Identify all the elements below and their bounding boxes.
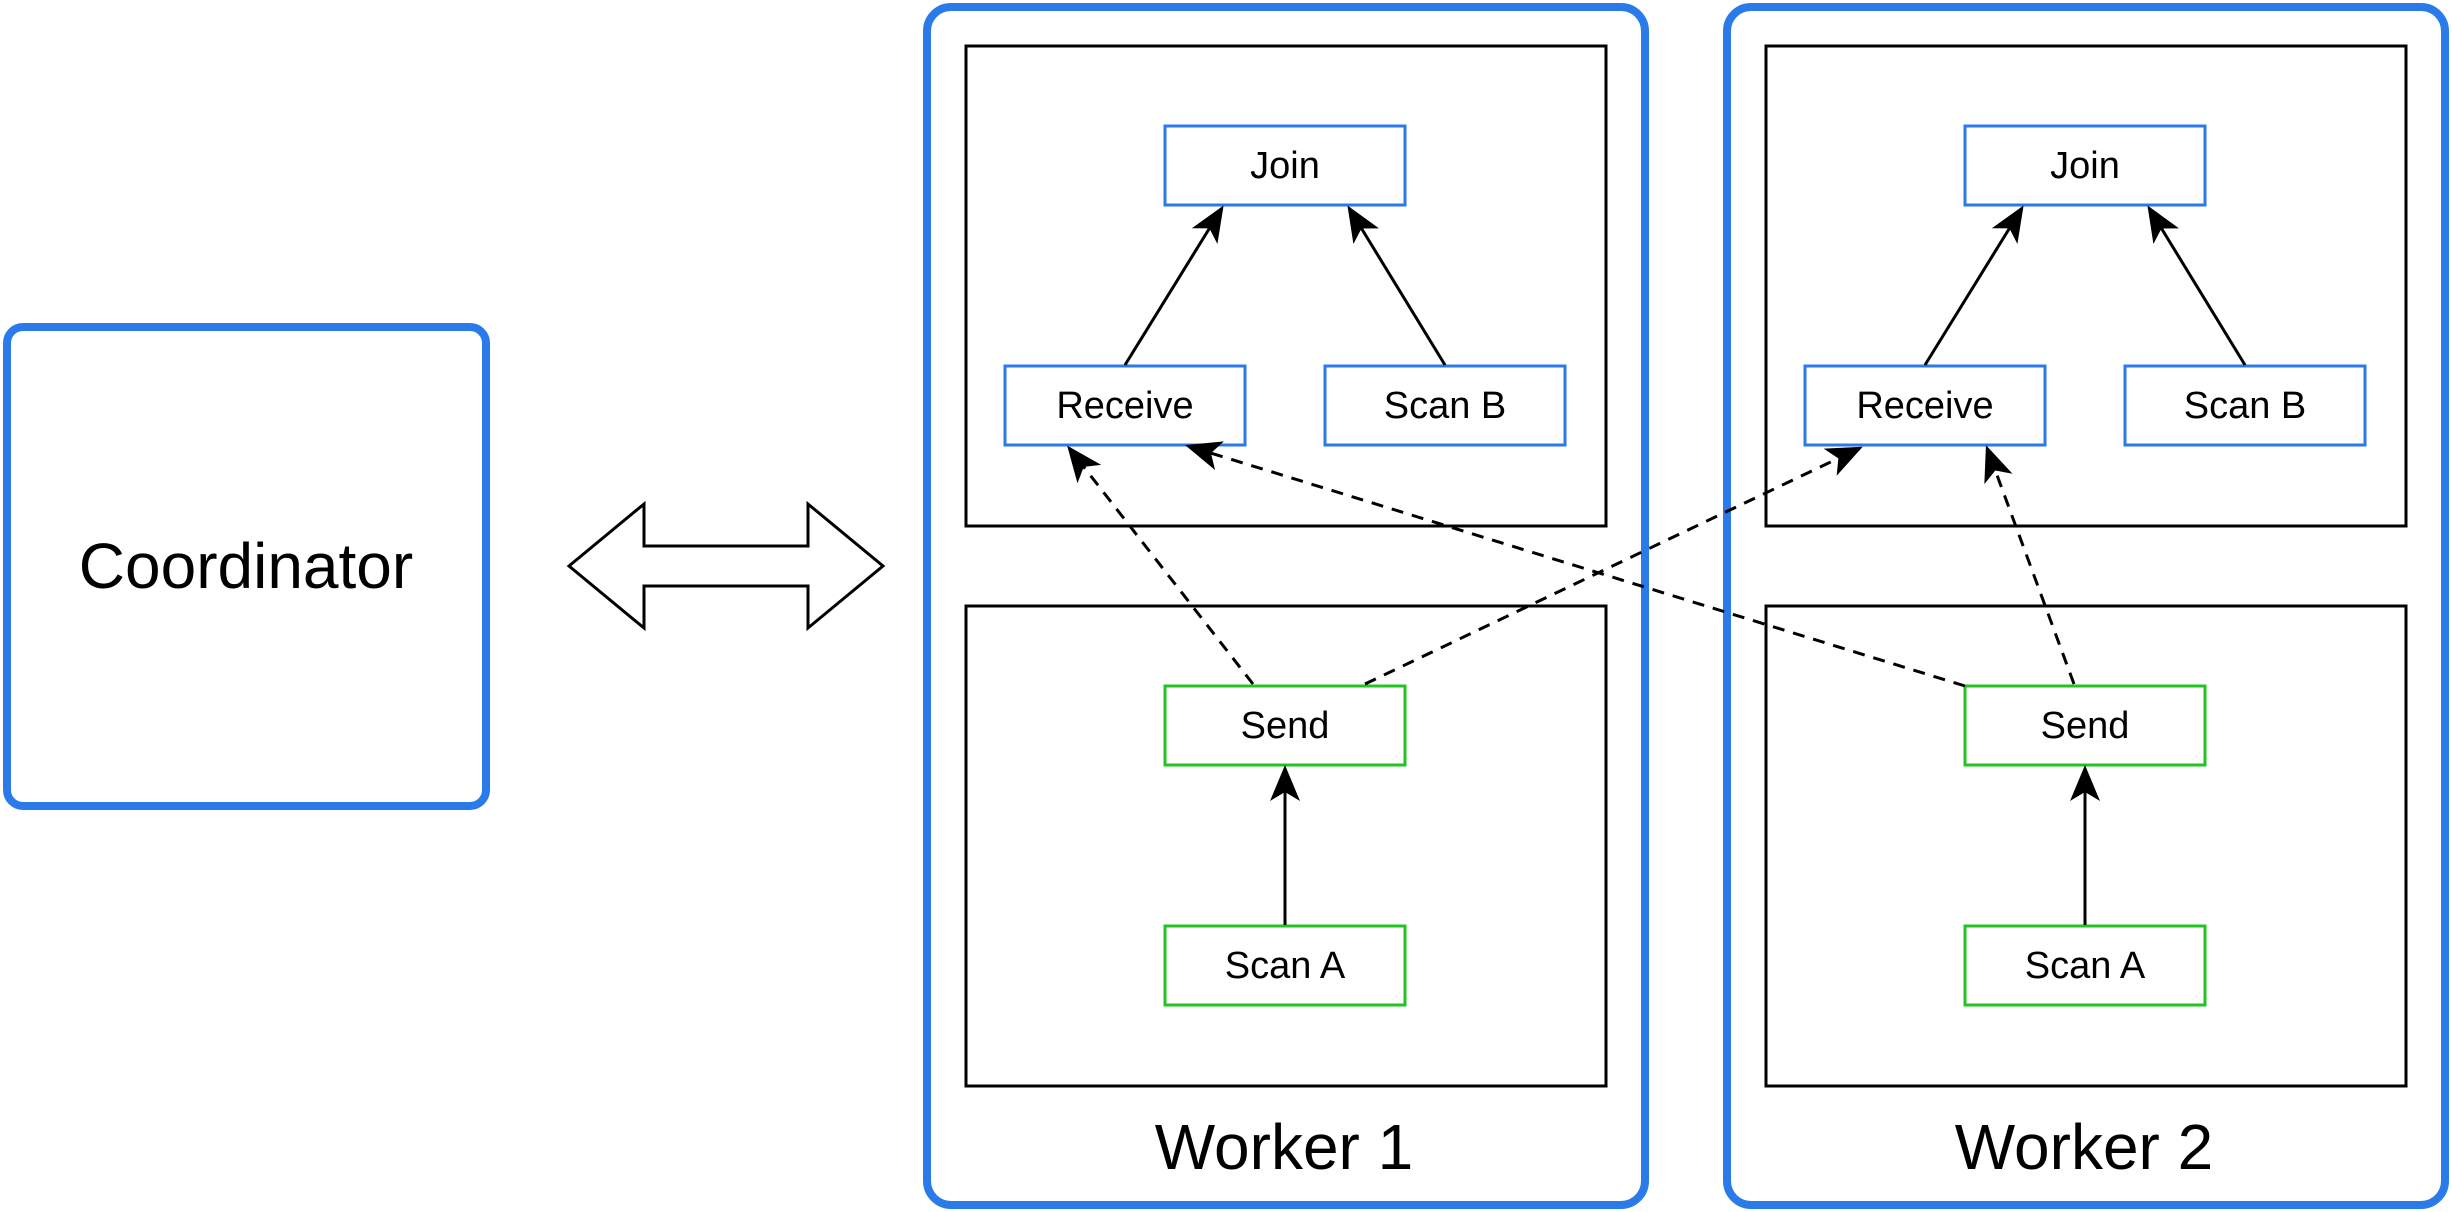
worker-1: Worker 1 Join Receive Scan B Send Scan A xyxy=(923,3,1649,1209)
edge-w1-send-to-w1-receive xyxy=(1067,445,1255,685)
worker-1-scan-b-label: Scan B xyxy=(1384,385,1507,427)
worker-2-label: Worker 2 xyxy=(1955,1111,2213,1183)
edge-w1-send-to-w2-receive xyxy=(1364,446,1863,686)
worker-1-border xyxy=(923,3,1649,1209)
worker-1-scan-a-label: Scan A xyxy=(1225,945,1346,987)
worker-2: Worker 2 Join Receive Scan B Send Scan A xyxy=(1723,3,2449,1209)
worker-2-scan-b-label: Scan B xyxy=(2184,385,2307,427)
worker-2-send-node: Send xyxy=(1963,684,2207,767)
edge-w1-receive-to-join xyxy=(1123,205,1224,366)
worker-1-scan-a-node: Scan A xyxy=(1163,924,1407,1007)
worker-1-join-label: Join xyxy=(1250,145,1320,187)
worker-1-receive-label: Receive xyxy=(1056,385,1193,427)
edge-w2-send-to-w2-receive xyxy=(1984,445,2076,685)
coordinator-box: Coordinator xyxy=(3,323,490,810)
edge-w2-receive-to-join xyxy=(1923,205,2024,366)
worker-1-scan-b-node: Scan B xyxy=(1323,364,1567,447)
worker-2-lower-fragment xyxy=(1764,604,2408,1088)
worker-2-scan-a-label: Scan A xyxy=(2025,945,2146,987)
worker-2-upper-fragment xyxy=(1764,44,2408,528)
edge-w2-scanb-to-join xyxy=(2147,205,2247,366)
worker-2-scan-b-node: Scan B xyxy=(2123,364,2367,447)
double-arrow-icon xyxy=(566,500,886,632)
worker-1-send-label: Send xyxy=(1241,705,1330,747)
worker-2-join-node: Join xyxy=(1963,124,2207,207)
worker-2-send-label: Send xyxy=(2041,705,2130,747)
worker-1-send-node: Send xyxy=(1163,684,1407,767)
worker-2-receive-label: Receive xyxy=(1856,385,1993,427)
worker-2-scan-a-node: Scan A xyxy=(1963,924,2207,1007)
worker-2-join-label: Join xyxy=(2050,145,2120,187)
worker-1-receive-node: Receive xyxy=(1003,364,1247,447)
worker-1-join-node: Join xyxy=(1163,124,1407,207)
coordinator-label: Coordinator xyxy=(79,530,413,602)
edge-w1-scanb-to-join xyxy=(1347,205,1447,366)
worker-2-receive-node: Receive xyxy=(1803,364,2047,447)
worker-1-upper-fragment xyxy=(964,44,1608,528)
worker-2-border xyxy=(1723,3,2449,1209)
edge-w2-send-to-w1-receive xyxy=(1185,441,1966,688)
worker-1-lower-fragment xyxy=(964,604,1608,1088)
worker-1-label: Worker 1 xyxy=(1155,1111,1413,1183)
